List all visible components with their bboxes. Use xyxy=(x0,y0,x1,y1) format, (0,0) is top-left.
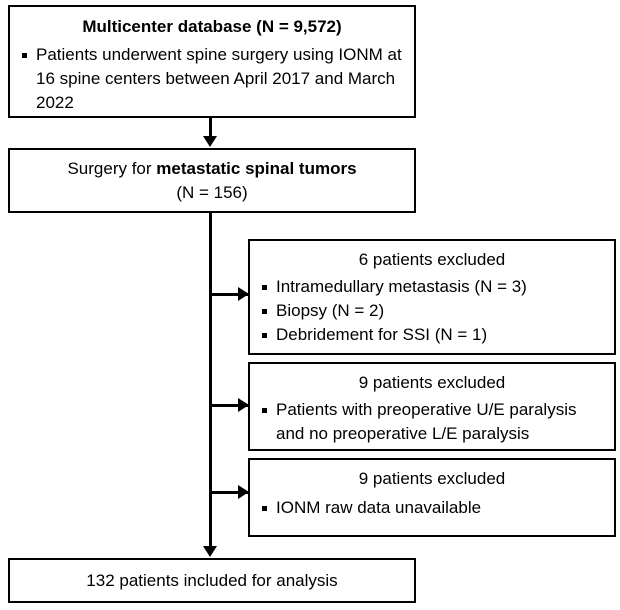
database-bullet-list: Patients underwent spine surgery using I… xyxy=(19,43,404,115)
arrowhead-right-icon xyxy=(238,485,249,499)
included-line-1: 132 patients included for analysis xyxy=(86,571,338,590)
excluded-1-bullet-list: Intramedullary metastasis (N = 3) Biopsy… xyxy=(259,275,606,347)
connector-branch-exclusion-2 xyxy=(209,404,251,407)
excluded-3-bullet-list: IONM raw data unavailable xyxy=(259,496,606,520)
connector-main-trunk xyxy=(209,213,212,552)
node-multicenter-database: Multicenter database (N = 9,572) Patient… xyxy=(8,5,416,118)
node-excluded-9-patients-paralysis: 9 patients excluded Patients with preope… xyxy=(248,362,616,451)
list-item: Patients with preoperative U/E paralysis… xyxy=(259,398,606,446)
node-included-for-analysis: 132 patients included for analysis xyxy=(8,558,416,603)
excluded-2-heading: 9 patients excluded xyxy=(358,373,506,392)
node-surgery-metastatic-spinal-tumors: Surgery for metastatic spinal tumors (N … xyxy=(8,148,416,213)
list-item: Patients underwent spine surgery using I… xyxy=(19,43,404,115)
excluded-1-heading: 6 patients excluded xyxy=(358,250,506,269)
database-heading-prefix: Multicenter database xyxy=(82,17,257,36)
database-heading: Multicenter database (N = 9,572) xyxy=(10,15,414,39)
connector-branch-exclusion-1 xyxy=(209,293,251,296)
node-excluded-6-patients: 6 patients excluded Intramedullary metas… xyxy=(248,239,616,355)
connector-database-to-surgery xyxy=(209,118,212,139)
surgery-line-1-bold: metastatic spinal tumors xyxy=(156,159,357,178)
surgery-line-1-prefix: Surgery for xyxy=(67,159,157,178)
excluded-3-heading: 9 patients excluded xyxy=(358,469,506,488)
list-item: Biopsy (N = 2) xyxy=(259,299,606,323)
arrowhead-down-icon xyxy=(203,546,217,557)
arrowhead-down-icon xyxy=(203,136,217,147)
list-item: Intramedullary metastasis (N = 3) xyxy=(259,275,606,299)
connector-branch-exclusion-3 xyxy=(209,491,251,494)
excluded-2-bullet-list: Patients with preoperative U/E paralysis… xyxy=(259,398,606,446)
arrowhead-right-icon xyxy=(238,287,249,301)
surgery-line-1: Surgery for metastatic spinal tumors xyxy=(10,157,414,181)
list-item: IONM raw data unavailable xyxy=(259,496,606,520)
surgery-line-2: (N = 156) xyxy=(176,183,248,202)
arrowhead-right-icon xyxy=(238,398,249,412)
node-excluded-9-patients-ionm-data: 9 patients excluded IONM raw data unavai… xyxy=(248,458,616,537)
list-item: Debridement for SSI (N = 1) xyxy=(259,323,606,347)
database-heading-count: (N = 9,572) xyxy=(256,17,342,36)
